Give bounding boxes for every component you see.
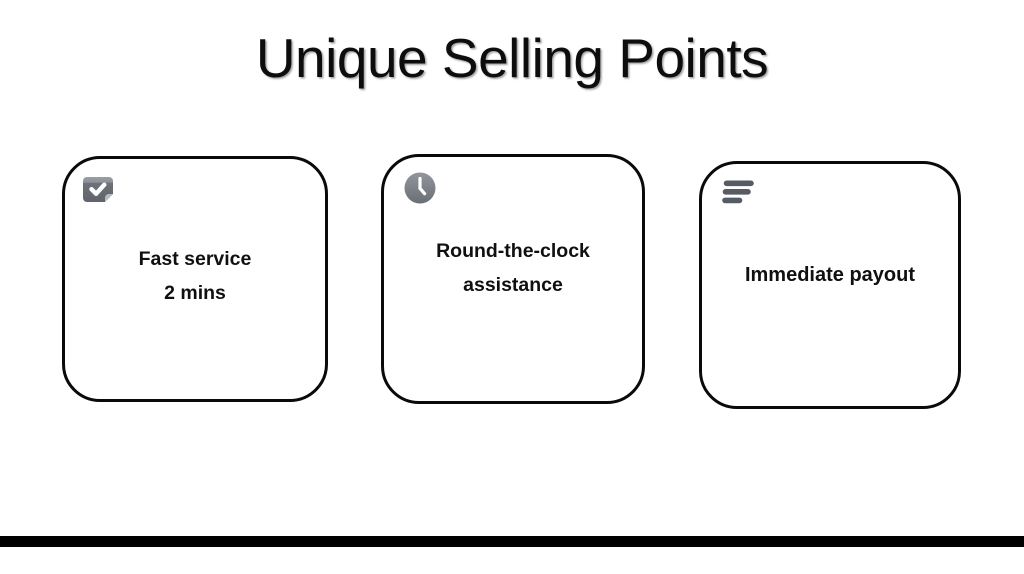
- speed-lines-icon: [718, 172, 760, 214]
- clock-icon: [399, 167, 441, 209]
- usp-card-immediate-payout[interactable]: Immediate payout: [699, 161, 961, 409]
- usp-card-text: Round-the-clock assistance: [392, 235, 634, 302]
- usp-card-line1: Round-the-clock: [436, 240, 590, 262]
- usp-card-fast-service[interactable]: Fast service 2 mins: [62, 156, 328, 402]
- usp-card-line2: 2 mins: [164, 281, 226, 304]
- usp-card-line1: Immediate payout: [744, 264, 916, 286]
- usp-card-text: Fast service 2 mins: [73, 243, 317, 310]
- usp-card-line1: Fast service: [138, 248, 252, 270]
- checkmark-document-icon: [79, 168, 121, 210]
- usp-card-text: Immediate payout: [710, 258, 950, 292]
- bottom-accent-bar: [0, 536, 1024, 547]
- usp-card-round-the-clock[interactable]: Round-the-clock assistance: [381, 154, 645, 404]
- page-title: Unique Selling Points: [255, 27, 769, 89]
- usp-card-line2: assistance: [463, 273, 563, 296]
